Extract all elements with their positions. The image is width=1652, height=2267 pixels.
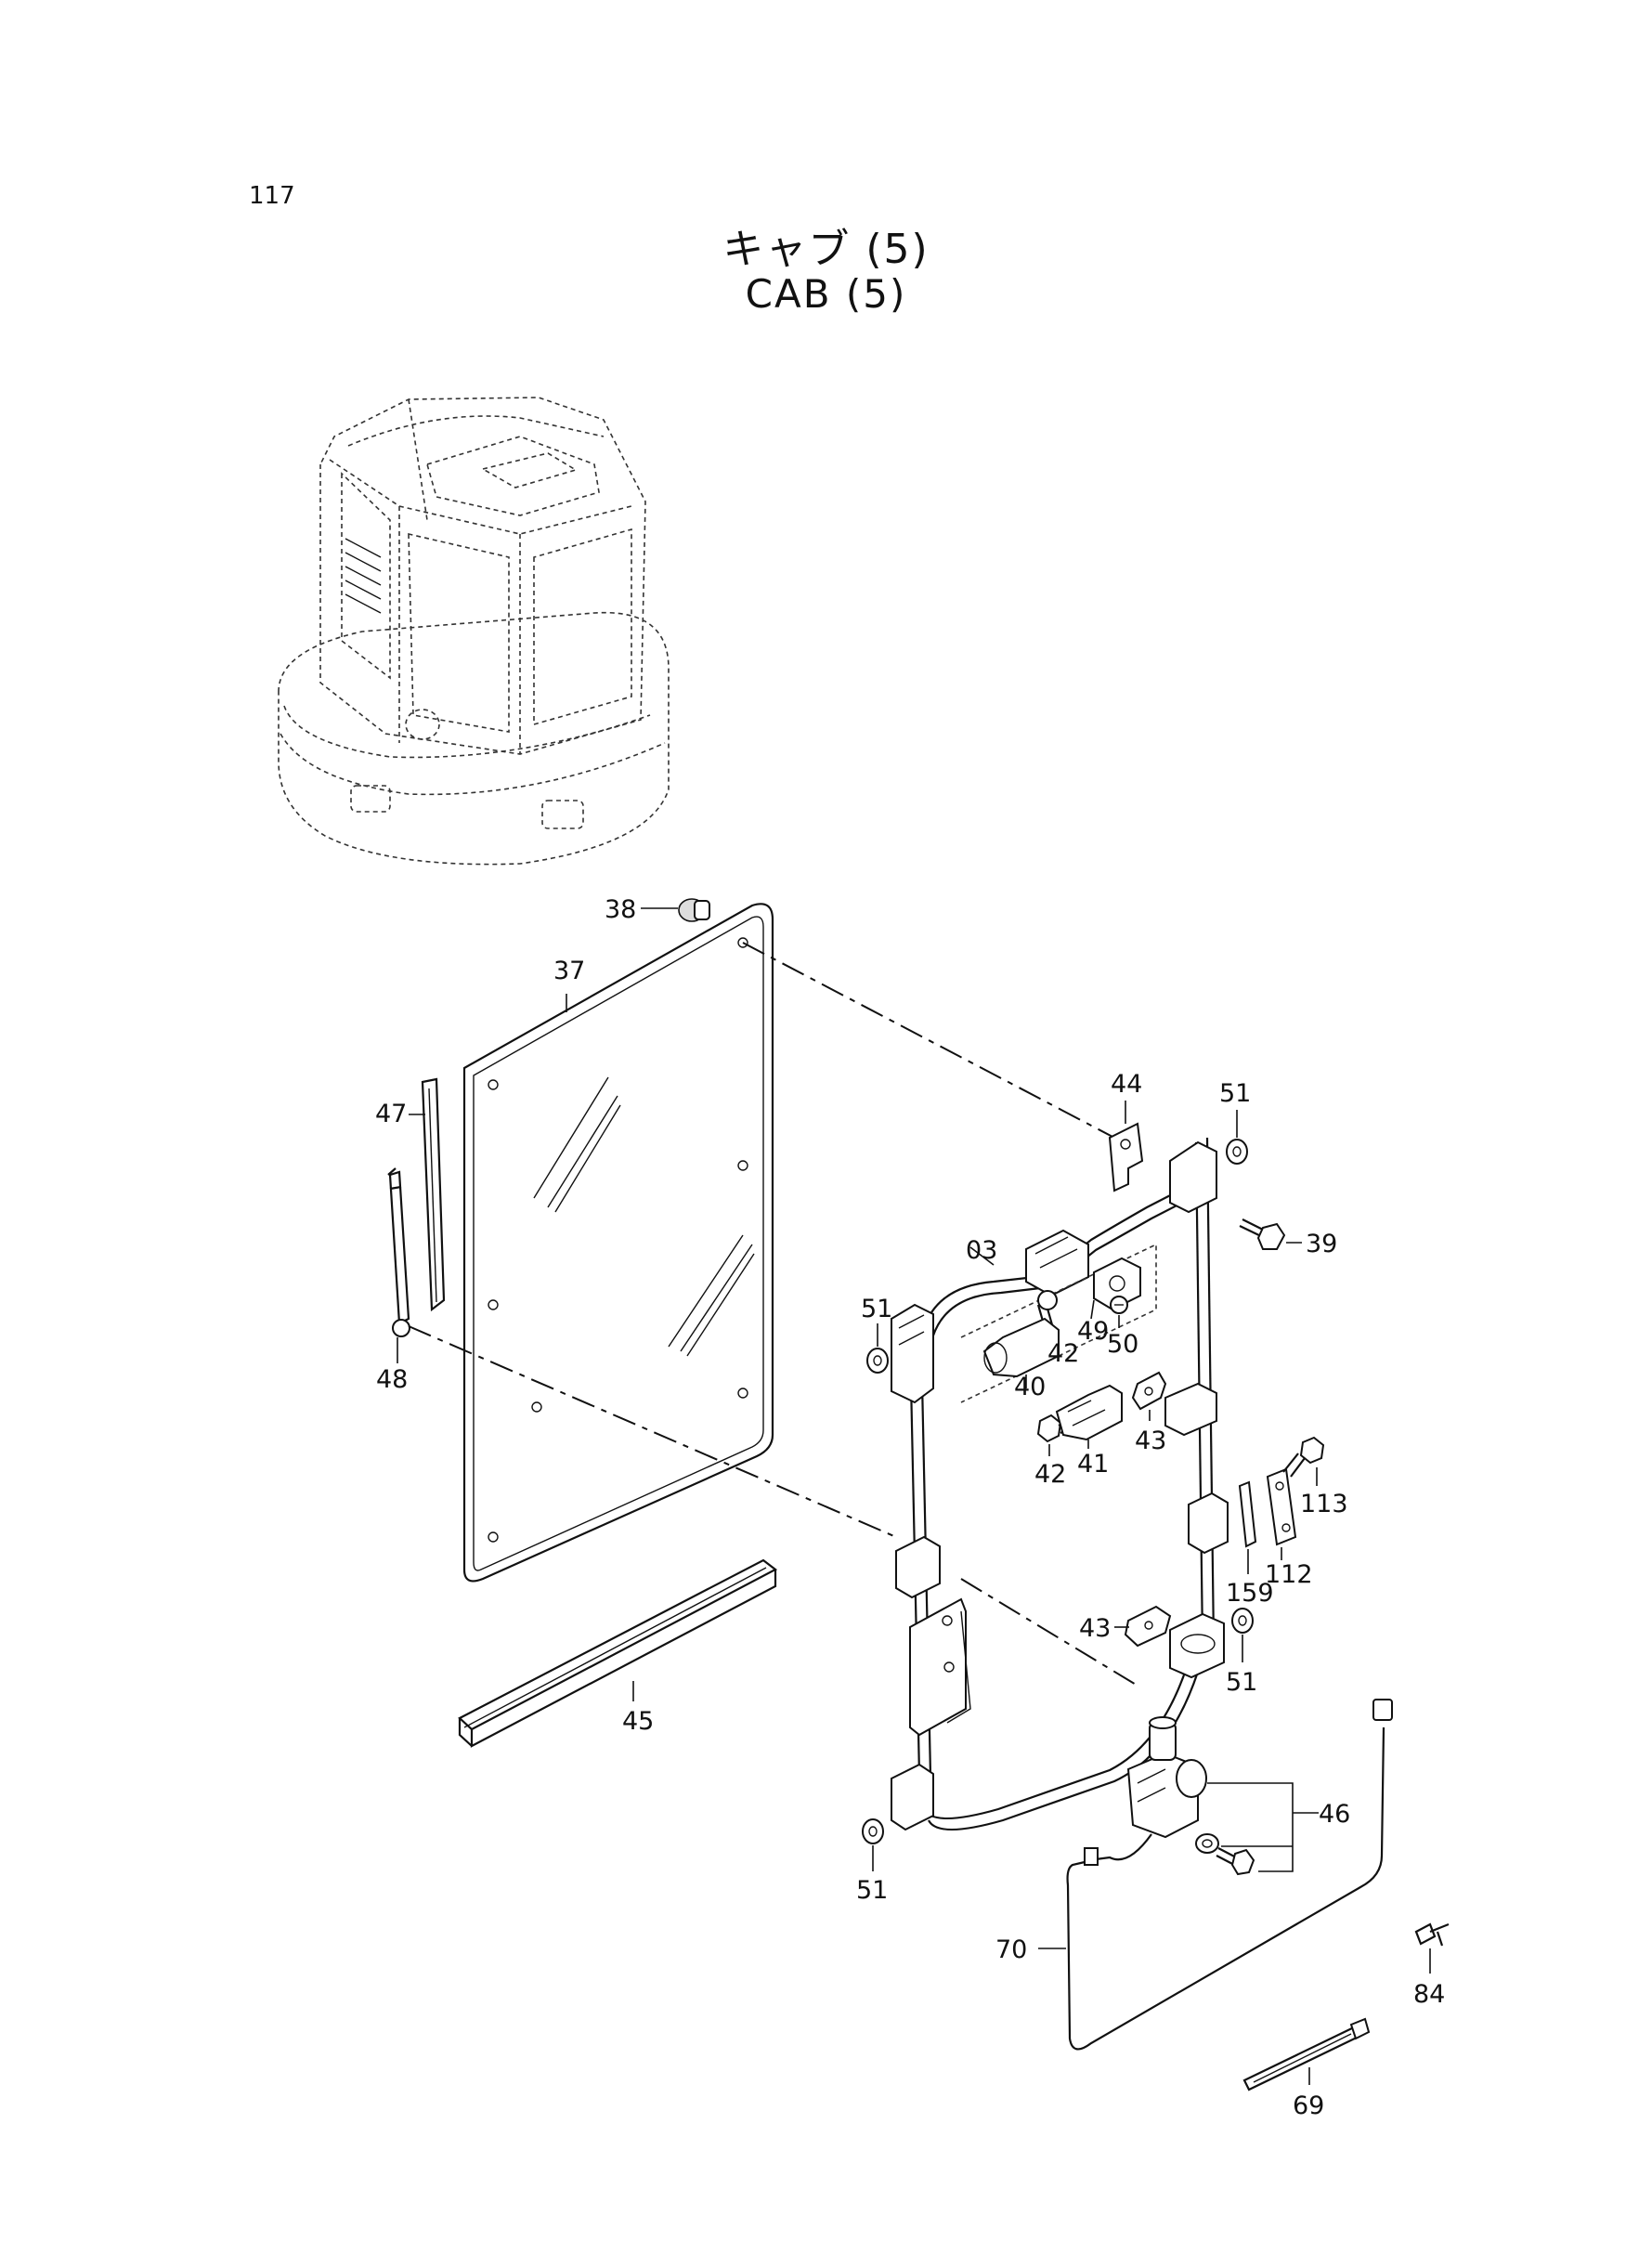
part-47-wiper-blade [409,1077,446,1312]
label-part-39: 39 [1306,1230,1337,1258]
part-84-clip [1414,1922,1450,1974]
part-51-washer-top [1226,1110,1248,1165]
label-part-41: 41 [1077,1450,1109,1479]
label-part-51-right: 51 [1226,1668,1257,1697]
door-frame-assembly [891,1137,1229,1831]
label-part-113: 113 [1300,1490,1348,1518]
part-41-latch [1055,1384,1123,1449]
label-part-50: 50 [1107,1330,1138,1359]
part-51-washer-left [866,1323,889,1374]
part-51-washer-bottom [862,1818,884,1871]
label-part-44: 44 [1111,1070,1142,1099]
label-part-70: 70 [995,1935,1027,1964]
label-part-69: 69 [1293,2091,1324,2120]
part-43-plate-lower [1114,1605,1172,1648]
label-part-45: 45 [622,1707,654,1736]
part-40-latch [982,1317,1060,1388]
label-part-38: 38 [605,895,636,924]
part-38-cap [641,898,710,922]
part-70-harness [1038,1699,1393,2051]
label-part-51-left: 51 [861,1295,892,1323]
label-part-42-lower: 42 [1034,1460,1066,1489]
label-part-42-upper: 42 [1047,1339,1079,1368]
part-44-plate [1108,1101,1144,1192]
label-part-159: 159 [1226,1579,1274,1608]
part-113-bolt [1282,1436,1325,1486]
label-part-49: 49 [1077,1317,1109,1346]
part-46-bracket-leader [1207,1782,1319,1872]
page-title-japanese: キャブ (5) [722,226,930,273]
label-part-51-bottom: 51 [856,1876,888,1905]
part-46-wiper-motor [1126,1716,1207,1839]
label-part-112: 112 [1265,1560,1313,1589]
cab-overview-illustration [278,397,670,866]
label-part-47: 47 [375,1100,407,1128]
label-part-37: 37 [553,957,585,985]
part-48-wiper-arm [387,1167,410,1363]
part-46-bolt [1216,1847,1255,1876]
alignment-line-middle [408,1325,897,1538]
page-title-english: CAB (5) [745,271,907,317]
label-part-84: 84 [1413,1980,1445,2009]
part-112-plate [1266,1467,1297,1560]
label-part-48: 48 [376,1365,408,1394]
page-number: 117 [249,182,295,210]
label-part-43-lower: 43 [1079,1614,1111,1643]
alignment-line-top [742,942,1115,1139]
part-45-seal-strip [458,1558,778,1748]
part-43-plate-upper [1131,1371,1167,1421]
part-69-cable-tie [1242,2017,1371,2091]
label-part-43-upper: 43 [1135,1427,1166,1455]
label-part-03: 03 [966,1236,997,1265]
label-part-51-top: 51 [1219,1079,1251,1108]
label-part-40: 40 [1014,1373,1046,1401]
part-49-roller-block [1090,1257,1141,1320]
part-39-bolt [1239,1218,1302,1250]
part-51-washer-right [1231,1608,1254,1662]
part-50-screw [1110,1296,1128,1328]
part-159-shim [1238,1480,1257,1574]
alignment-line-bottom [960,1578,1138,1687]
part-37-glass-panel [462,903,774,1583]
label-part-46: 46 [1319,1800,1350,1829]
part-46-washer [1195,1833,1219,1854]
